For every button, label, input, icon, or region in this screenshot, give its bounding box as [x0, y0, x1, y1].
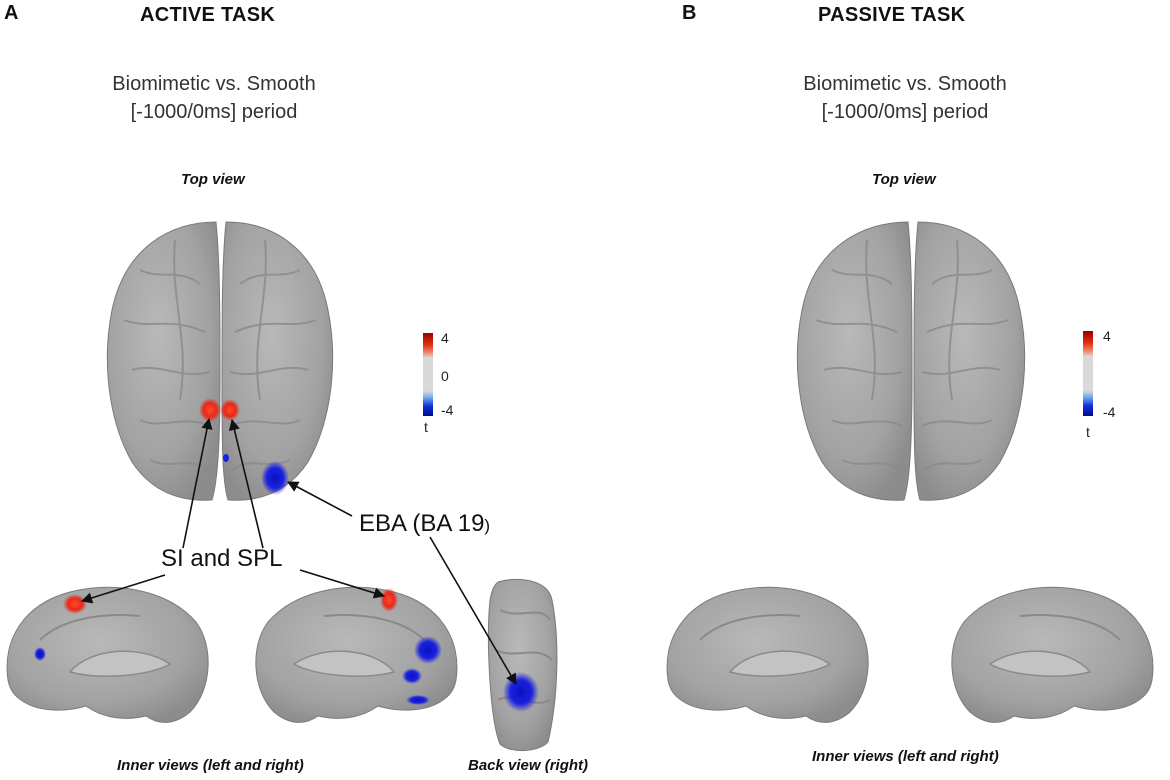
arrow-si-spl-to-top-right — [228, 418, 264, 549]
sulci — [123, 239, 317, 471]
arrow-si-spl-to-inner-right — [299, 569, 386, 599]
b-inner-left-sulcus — [699, 614, 801, 641]
b-right-hemisphere — [913, 221, 1026, 501]
activation-blue-inner-left — [34, 647, 46, 661]
panel-b-top-view-brain — [796, 221, 1026, 501]
panel-a-inner-views-label: Inner views (left and right) — [117, 757, 304, 774]
annotation-si-spl: SI and SPL — [161, 545, 283, 572]
panel-a-subtitle: Biomimetic vs. Smooth [-1000/0ms] period — [108, 70, 320, 126]
arrow-eba-to-top — [287, 481, 353, 517]
annotation-eba: EBA (BA 19) — [359, 510, 490, 538]
panel-b-inner-views-label: Inner views (left and right) — [812, 748, 999, 765]
activation-si-inner-right — [380, 588, 398, 612]
colorbar-b-min-label: -4 — [1103, 404, 1116, 420]
panel-a-letter: A — [4, 2, 19, 24]
panel-a-inner-view-left — [6, 586, 209, 723]
annotation-eba-text: EBA (BA 19 — [359, 510, 485, 537]
panel-b-title: PASSIVE TASK — [818, 4, 966, 26]
arrow-si-spl-to-top-left — [182, 417, 213, 549]
panel-a-inner-view-right — [255, 586, 458, 723]
colorbar-b-unit-label: t — [1086, 424, 1090, 440]
right-hemisphere — [221, 221, 334, 501]
b-sulci — [815, 239, 1009, 471]
activation-si-left-top — [199, 398, 221, 422]
back-view-brain — [487, 579, 558, 751]
b-inner-right-sulcus — [1019, 614, 1121, 641]
panel-b-top-view-label: Top view — [872, 171, 936, 188]
inner-left-sulcus — [39, 614, 141, 641]
arrow-eba-to-back — [429, 536, 517, 685]
panel-a-top-view-brain — [106, 221, 334, 501]
colorbar-gradient — [423, 333, 433, 416]
panel-b-subtitle-line2: [-1000/0ms] period — [821, 101, 989, 123]
panel-b-inner-view-right — [951, 586, 1154, 723]
panel-b-subtitle: Biomimetic vs. Smooth [-1000/0ms] period — [799, 70, 1011, 126]
inner-right-callosum — [292, 650, 396, 677]
colorbar-a-max-label: 4 — [441, 330, 449, 346]
panel-a-title: ACTIVE TASK — [140, 4, 276, 26]
panel-a-colorbar — [423, 333, 433, 416]
colorbar-b-gradient — [1083, 331, 1093, 416]
activation-si-inner-left — [63, 594, 87, 614]
activation-blue-inner-right-2 — [402, 668, 422, 684]
inner-right-sulcus — [323, 614, 425, 641]
activation-eba-back — [503, 672, 539, 712]
activation-si-right-top — [220, 399, 240, 421]
colorbar-a-unit-label: t — [424, 419, 428, 435]
b-left-hemisphere — [796, 221, 913, 501]
panel-a-back-view-label: Back view (right) — [468, 757, 589, 774]
activation-blue-inner-right-3 — [406, 695, 430, 705]
annotation-arrows — [80, 417, 517, 685]
left-hemisphere — [106, 221, 221, 501]
colorbar-a-min-label: -4 — [441, 402, 454, 418]
activation-small-blue-top — [223, 454, 229, 462]
panel-b-colorbar — [1083, 331, 1093, 416]
panel-b-letter: B — [682, 2, 697, 24]
panel-b-subtitle-line1: Biomimetic vs. Smooth — [803, 73, 1007, 95]
panel-a-top-view-label: Top view — [181, 171, 245, 188]
panel-a-subtitle-line1: Biomimetic vs. Smooth — [112, 73, 316, 95]
colorbar-b-max-label: 4 — [1103, 328, 1111, 344]
colorbar-a-zero-label: 0 — [441, 368, 449, 384]
inner-left-callosum — [68, 650, 172, 677]
panel-a-back-view — [487, 579, 558, 751]
b-inner-right-callosum — [988, 650, 1092, 677]
arrow-si-spl-to-inner-left — [80, 574, 166, 604]
activation-blue-inner-right-1 — [414, 636, 442, 664]
panel-b-inner-view-left — [666, 586, 869, 723]
activation-eba-top — [261, 461, 289, 495]
b-inner-left-callosum — [728, 650, 832, 677]
panel-a-subtitle-line2: [-1000/0ms] period — [130, 101, 298, 123]
annotation-eba-close: ) — [484, 516, 491, 535]
